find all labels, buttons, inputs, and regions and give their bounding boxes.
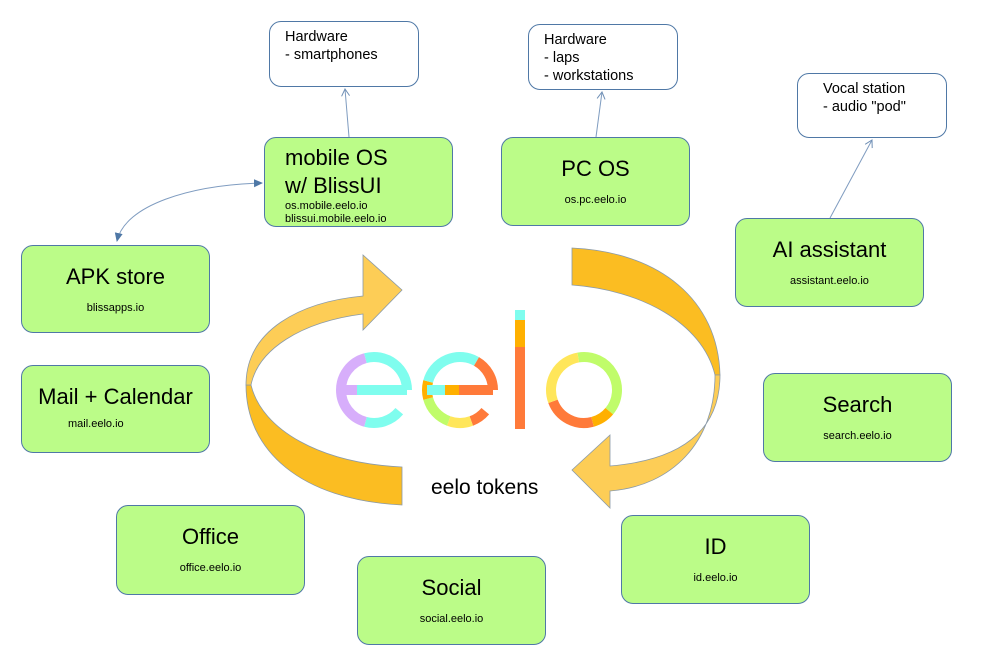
pc-os-title: PC OS xyxy=(561,156,630,181)
search-domain: search.eelo.io xyxy=(823,430,892,442)
logo-letter-o-segment xyxy=(577,352,622,415)
social-title: Social xyxy=(421,575,482,600)
ai-assistant-title: AI assistant xyxy=(772,237,887,262)
logo-letter-o-segment xyxy=(590,407,614,427)
id-domain: id.eelo.io xyxy=(693,572,738,584)
logo-letter-e1-segment xyxy=(364,352,412,391)
cycle-arrow-left xyxy=(245,254,403,506)
ai-assistant-box: AI assistant assistant.eelo.io xyxy=(735,218,924,307)
connector-pc-hardware xyxy=(595,91,606,138)
logo-letter-e2-segment xyxy=(423,396,451,426)
search-box: Search search.eelo.io xyxy=(763,373,952,462)
id-box: ID id.eelo.io xyxy=(621,515,810,604)
vocal-station-box: Vocal station - audio "pod" xyxy=(797,73,947,138)
connector-mobile-hardware xyxy=(341,87,350,138)
logo-letter-e2-segment xyxy=(469,407,490,426)
hardware-line: Hardware xyxy=(285,29,348,45)
hardware-line: - workstations xyxy=(544,68,634,84)
apk-store-box: APK store blissapps.io xyxy=(21,245,210,333)
logo-letter-e1-bar xyxy=(357,385,407,395)
mobile-os-title: mobile OS xyxy=(285,145,388,170)
cycle-arrow-right xyxy=(571,247,721,509)
logo-letter-e2-segment xyxy=(423,352,479,384)
logo-letter-e2-bar xyxy=(427,385,445,395)
connector-assistant-vocal xyxy=(829,139,873,219)
logo-letter-l-segment xyxy=(515,320,525,347)
ai-assistant-domain: assistant.eelo.io xyxy=(790,275,869,287)
logo-letter-e2-bar xyxy=(459,385,493,395)
logo-letter-e1-segment xyxy=(364,407,404,428)
logo-letter-e2-segment xyxy=(447,416,473,428)
hardware-line: - smartphones xyxy=(285,47,378,63)
logo-letter-e2-segment xyxy=(422,380,434,400)
eelo-tokens-label: eelo tokens xyxy=(431,476,539,499)
apk-store-domain: blissapps.io xyxy=(86,302,145,314)
id-title: ID xyxy=(704,534,727,559)
search-title: Search xyxy=(822,392,893,417)
mail-calendar-domain: mail.eelo.io xyxy=(68,418,124,430)
mail-calendar-box: Mail + Calendar mail.eelo.io xyxy=(21,365,210,453)
hardware-line: Hardware xyxy=(544,32,607,48)
hardware-line: - laps xyxy=(544,50,580,66)
office-title: Office xyxy=(181,524,240,549)
hardware-laps-box: Hardware - laps - workstations xyxy=(528,24,678,90)
hardware-smartphones-box: Hardware - smartphones xyxy=(269,21,419,87)
pc-os-box: PC OS os.pc.eelo.io xyxy=(501,137,690,226)
mobile-os-box: mobile OS w/ BlissUI os.mobile.eelo.io bl… xyxy=(264,137,453,227)
mail-calendar-title: Mail + Calendar xyxy=(38,384,193,409)
hardware-line: Vocal station xyxy=(823,81,906,97)
social-box: Social social.eelo.io xyxy=(357,556,546,645)
mobile-os-domain: os.mobile.eelo.io xyxy=(285,200,368,212)
logo-letter-l-segment xyxy=(515,347,525,429)
logo-letter-l-segment xyxy=(515,310,525,320)
connector-mobile-apkstore xyxy=(114,179,263,242)
apk-store-title: APK store xyxy=(65,264,166,289)
logo-letter-o-segment xyxy=(546,352,580,403)
logo-letter-o-segment xyxy=(548,399,594,428)
office-domain: office.eelo.io xyxy=(179,562,242,574)
pc-os-domain: os.pc.eelo.io xyxy=(564,194,627,206)
office-box: Office office.eelo.io xyxy=(116,505,305,595)
logo-letter-e2-bar xyxy=(445,385,459,395)
social-domain: social.eelo.io xyxy=(419,613,484,625)
logo-letter-e1-bar xyxy=(341,385,357,395)
mobile-os-title: w/ BlissUI xyxy=(285,173,382,198)
hardware-line: - audio "pod" xyxy=(823,99,906,115)
mobile-os-domain: blissui.mobile.eelo.io xyxy=(285,213,387,225)
eelo-logo xyxy=(336,310,622,429)
